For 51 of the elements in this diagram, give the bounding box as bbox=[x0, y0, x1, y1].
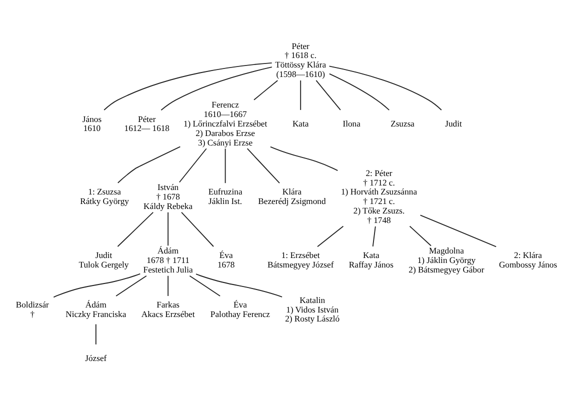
node-text: Kata bbox=[292, 118, 309, 128]
node-text: Ferencz 1610—1667 1) Lőrinczfalvi Erzsébet 2) Darabos Erzse 3) Csányi Erzse bbox=[183, 100, 268, 148]
connector bbox=[53, 273, 141, 298]
node-text: János 1610 bbox=[82, 114, 102, 134]
node-text: József bbox=[85, 352, 107, 363]
node-text: Boldizsár † bbox=[16, 300, 49, 320]
connector bbox=[168, 212, 169, 246]
connector bbox=[328, 66, 442, 110]
connector bbox=[196, 274, 283, 298]
node-text: Éva Palothay Ferencz bbox=[210, 300, 270, 320]
connector bbox=[420, 214, 497, 248]
connector bbox=[316, 80, 341, 110]
node-text: Péter † 1618 c. Töttössy Klára (1598—1610) bbox=[275, 40, 326, 80]
node-text: 2: Klára Gombossy János bbox=[498, 250, 558, 270]
connector bbox=[409, 226, 432, 246]
connector bbox=[300, 80, 302, 110]
connector bbox=[178, 148, 207, 183]
connector bbox=[117, 212, 154, 247]
connector bbox=[189, 275, 221, 296]
connector bbox=[95, 324, 96, 345]
connector bbox=[224, 148, 226, 184]
connector bbox=[328, 73, 390, 111]
node-text: Ádám Niczky Franciska bbox=[66, 300, 126, 320]
node-text: Ilona bbox=[342, 118, 360, 128]
node-text: Péter 1612— 1618 bbox=[124, 114, 170, 134]
node-text: Katalin 1) Vidos István 2) Rosty László bbox=[285, 294, 340, 324]
connector bbox=[270, 146, 338, 172]
node-text: Judit bbox=[445, 118, 462, 128]
node-text: Kata Raffay János bbox=[348, 250, 394, 270]
node-text: Farkas Akacs Erzsébet bbox=[141, 300, 195, 320]
connector bbox=[160, 66, 272, 111]
node-text: Magdolna 1) Jáklin György 2) Bátsmegyey Gábor bbox=[408, 246, 484, 274]
node-text: 2: Péter † 1712 c. 1) Horváth Zsuzsánna † 1721 c. 2) Tőke Zsuzs. † 1748 bbox=[341, 168, 418, 225]
connector bbox=[372, 226, 376, 247]
node-text: Eufruzina Jáklin Ist. bbox=[208, 186, 242, 206]
node-text: 1: Erzsébet Bátsmegyey József bbox=[267, 250, 334, 270]
node-text: Judit Tulok Gergely bbox=[78, 250, 129, 270]
connector bbox=[104, 62, 272, 110]
node-text: Ádám 1678 † 1711 Festetich Julia bbox=[143, 246, 193, 274]
connector bbox=[254, 80, 278, 100]
connector bbox=[117, 146, 181, 184]
connector bbox=[181, 212, 214, 247]
connector bbox=[246, 148, 280, 184]
node-text: Éva 1678 bbox=[217, 250, 235, 270]
node-text: István † 1678 Káldy Rebeka bbox=[144, 182, 193, 211]
node-text: Klára Bezerédj Zsigmond bbox=[258, 186, 326, 206]
connector bbox=[168, 275, 169, 296]
connector bbox=[116, 275, 147, 296]
node-text: 1: Zsuzsa Rátky György bbox=[80, 186, 129, 206]
node-text: Zsuzsa bbox=[390, 118, 415, 128]
connector bbox=[317, 226, 344, 248]
